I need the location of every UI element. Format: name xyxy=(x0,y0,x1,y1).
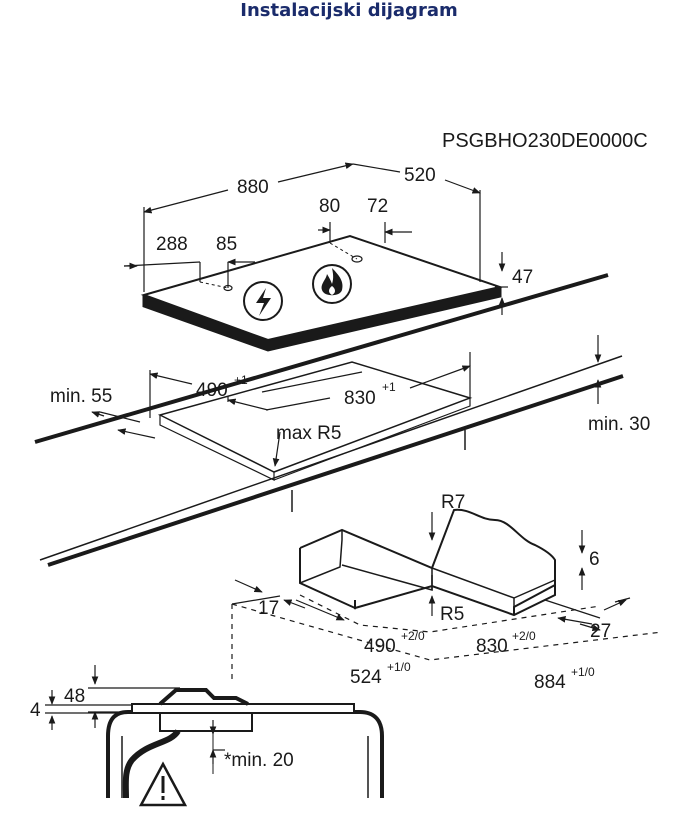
page-title: Instalacijski dijagram xyxy=(240,0,458,21)
cross-section xyxy=(106,688,384,799)
frame-inner-width: 830 xyxy=(476,636,508,657)
cutout-radius: max R5 xyxy=(276,423,341,444)
frame-outer-depth: 524 xyxy=(350,667,382,688)
cutout-depth: 490 xyxy=(196,380,228,401)
cutout xyxy=(157,361,473,473)
frame-dimensions xyxy=(231,512,663,680)
cutout-dimensions xyxy=(91,335,602,467)
frame-inner-width-tolerance: +2/0 xyxy=(512,629,536,643)
hob-dimensions xyxy=(123,162,508,315)
section-total-height: 48 xyxy=(64,686,85,707)
flame-icon xyxy=(312,264,352,304)
frame-outer-width: 884 xyxy=(534,672,566,693)
frame-detail xyxy=(299,508,556,617)
frame-inner-depth-tolerance: +2/0 xyxy=(401,629,425,643)
frame-outer-width-tolerance: +1/0 xyxy=(571,665,595,679)
hob-depth: 520 xyxy=(404,165,436,186)
cutout-depth-tolerance: +1 xyxy=(234,373,248,387)
warning-icon xyxy=(138,761,188,807)
gas-offset-y: 72 xyxy=(367,196,388,217)
elec-offset-x: 288 xyxy=(156,234,188,255)
cutout-width-tolerance: +1 xyxy=(382,380,396,394)
worktop-thickness: min. 30 xyxy=(588,414,650,435)
section-clearance: *min. 20 xyxy=(224,750,294,771)
elec-offset-y: 85 xyxy=(216,234,237,255)
gas-offset-x: 80 xyxy=(319,196,340,217)
section-top-height: 4 xyxy=(30,700,41,721)
front-distance: min. 55 xyxy=(50,386,112,407)
hob-height: 47 xyxy=(512,267,533,288)
frame-outer-radius: R7 xyxy=(441,492,465,513)
frame-inner-radius: R5 xyxy=(440,604,464,625)
frame-height: 6 xyxy=(589,549,600,570)
hob-width: 880 xyxy=(237,177,269,198)
cutout-width: 830 xyxy=(344,388,376,409)
frame-inner-depth: 490 xyxy=(364,636,396,657)
model-code: PSGBHO230DE0000C xyxy=(442,130,648,152)
hob xyxy=(140,234,504,352)
frame-right-margin: 27 xyxy=(590,621,611,642)
frame-left-margin: 17 xyxy=(258,598,279,619)
section-dimensions xyxy=(45,665,225,764)
lightning-icon xyxy=(243,281,283,321)
frame-outer-depth-tolerance: +1/0 xyxy=(387,660,411,674)
